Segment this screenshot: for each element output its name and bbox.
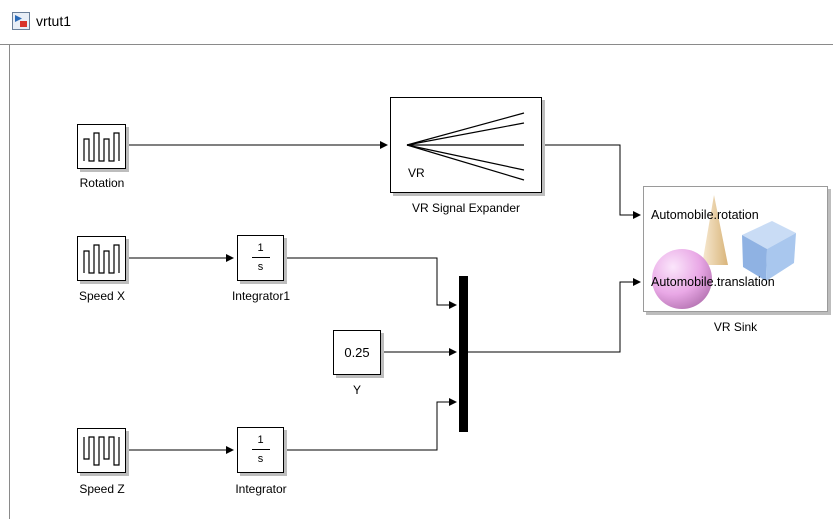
signal-builder-icon <box>83 132 120 162</box>
line-expander-to-sink-rotation <box>542 144 641 219</box>
model-title-bar: vrtut1 <box>0 0 833 45</box>
vr-signal-expander-block[interactable]: VR <box>390 97 542 193</box>
integrator-block[interactable]: 1 s <box>237 427 284 473</box>
speed-z-block[interactable] <box>77 428 126 473</box>
integrator1-label: Integrator1 <box>231 289 291 303</box>
vr-scene-icon <box>652 195 796 309</box>
line-mux-to-sink-translation <box>468 278 641 353</box>
line-integrator-to-mux <box>284 398 457 451</box>
mux-block[interactable] <box>459 276 468 432</box>
rotation-label: Rotation <box>79 176 125 190</box>
integrator1-block[interactable]: 1 s <box>237 235 284 281</box>
sink-port-rotation: Automobile.rotation <box>651 208 759 222</box>
canvas-border <box>9 45 10 519</box>
vr-sink-block[interactable]: Automobile.rotation Automobile.translati… <box>643 186 828 312</box>
integrator-label: Integrator <box>235 482 287 496</box>
speed-x-block[interactable] <box>77 236 126 281</box>
rotation-block[interactable] <box>77 124 126 169</box>
sink-port-translation: Automobile.translation <box>651 275 775 289</box>
signal-builder-icon <box>83 244 120 274</box>
expander-fan-icon <box>406 112 525 181</box>
vr-sink-label: VR Sink <box>713 320 758 334</box>
integrator-denominator: s <box>257 453 264 465</box>
model-title: vrtut1 <box>36 13 72 29</box>
simulink-model-icon <box>12 12 30 30</box>
integrator1-denominator: s <box>257 261 264 273</box>
speed-x-label: Speed X <box>78 289 126 303</box>
integrator1-numerator: 1 <box>257 242 264 254</box>
line-integrator1-to-mux <box>284 257 457 309</box>
signal-builder-icon <box>83 436 120 466</box>
sphere-shape <box>652 249 712 309</box>
integrator-numerator: 1 <box>257 434 264 446</box>
vr-signal-expander-label: VR Signal Expander <box>411 201 521 215</box>
cube-left <box>742 235 767 281</box>
constant-y-block[interactable]: 0.25 <box>333 330 381 375</box>
cone-shape <box>702 195 728 265</box>
constant-y-label: Y <box>352 383 361 397</box>
constant-value: 0.25 <box>344 345 370 360</box>
vr-text: VR <box>408 166 425 180</box>
speed-z-label: Speed Z <box>79 482 125 496</box>
cube-top <box>742 221 796 249</box>
fraction-bar <box>252 257 270 258</box>
cube-right <box>766 233 796 281</box>
fraction-bar <box>252 449 270 450</box>
